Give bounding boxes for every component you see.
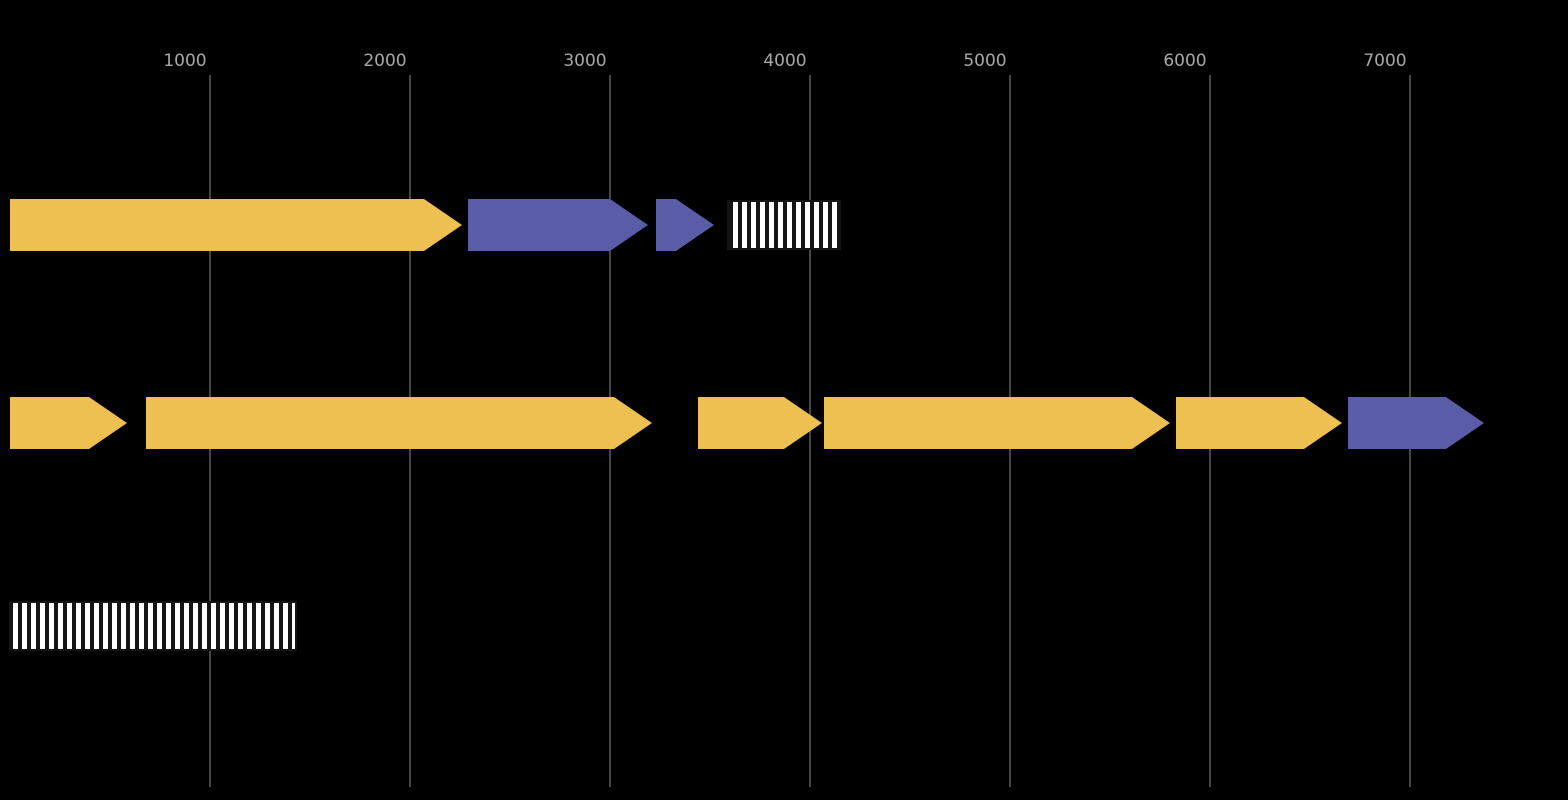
x-axis-tick-label: 7000 — [1363, 51, 1406, 71]
x-axis-tick-label: 3000 — [563, 51, 606, 71]
hatched-region — [727, 200, 841, 250]
feature-layer — [9, 199, 1484, 651]
x-axis-tick-label: 5000 — [963, 51, 1006, 71]
gene-arrow-gold — [10, 199, 462, 251]
x-axis-tick-label: 1000 — [163, 51, 206, 71]
gene-arrow-gold — [824, 397, 1170, 449]
hatched-region — [9, 601, 297, 651]
gene-arrow-indigo — [656, 199, 714, 251]
gene-arrow-gold — [10, 397, 127, 449]
gene-arrow-indigo — [1348, 397, 1484, 449]
x-axis-tick-label: 2000 — [363, 51, 406, 71]
gene-arrow-gold — [1176, 397, 1342, 449]
gene-arrow-indigo — [468, 199, 648, 251]
axis-label-layer: 1000 2000 3000 4000 5000 6000 7000 — [163, 51, 1406, 71]
gene-arrow-gold — [698, 397, 822, 449]
gene-arrow-gold — [146, 397, 652, 449]
x-axis-tick-label: 6000 — [1163, 51, 1206, 71]
x-axis-tick-label: 4000 — [763, 51, 806, 71]
